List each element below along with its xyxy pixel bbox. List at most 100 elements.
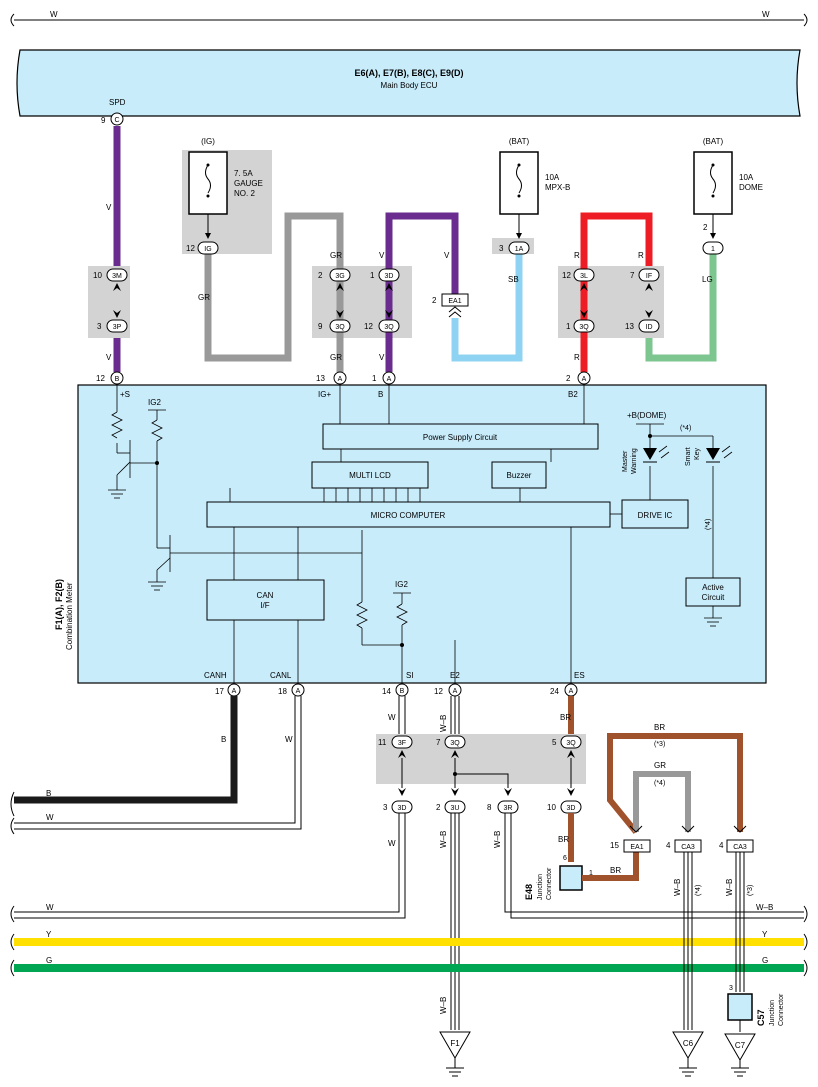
svg-text:1: 1 [566, 322, 571, 331]
svg-text:10A: 10A [545, 173, 560, 182]
svg-text:Junction: Junction [537, 874, 544, 900]
svg-text:DOME: DOME [739, 183, 763, 192]
svg-text:MULTI LCD: MULTI LCD [349, 471, 391, 480]
svg-text:14: 14 [382, 687, 391, 696]
svg-text:3M: 3M [112, 273, 122, 280]
svg-text:Buzzer: Buzzer [507, 471, 532, 480]
svg-text:3L: 3L [580, 273, 588, 280]
svg-text:1: 1 [711, 246, 715, 253]
can-if [206, 579, 325, 621]
svg-text:CAN: CAN [257, 591, 274, 600]
spd-connector: C [114, 117, 119, 124]
svg-text:Power Supply Circuit: Power Supply Circuit [423, 433, 498, 442]
svg-text:CANL: CANL [270, 671, 292, 680]
star-label: (*4) [705, 519, 712, 530]
svg-text:Smart: Smart [685, 447, 692, 466]
svg-text:E2: E2 [450, 671, 460, 680]
wire-color-label: W–B [439, 715, 448, 732]
svg-text:B: B [378, 390, 383, 399]
gr-loop [633, 771, 691, 832]
star-label: (*4) [680, 425, 691, 432]
svg-text:15: 15 [610, 841, 619, 850]
svg-text:CANH: CANH [204, 671, 227, 680]
meter-connectors: F1(A), F2(B) [54, 579, 64, 630]
canl-wire [14, 696, 302, 830]
svg-text:MPX-B: MPX-B [545, 183, 570, 192]
buzzer [491, 461, 547, 489]
wire-color-label: BR [560, 713, 571, 722]
right-connectors: 15 EA1 4 CA3 4 CA3 [610, 825, 754, 853]
ground-f1: F1 [439, 1031, 471, 1077]
wire-color-label: LG [702, 275, 713, 284]
svg-text:10: 10 [547, 803, 556, 812]
c57-junction-connector: 3 C57 Junction Connector [727, 985, 785, 1032]
svg-text:2: 2 [318, 271, 323, 280]
drive-ic [621, 499, 689, 529]
wire-color-label: R [638, 251, 644, 260]
svg-text:C6: C6 [683, 1039, 694, 1048]
svg-text:3: 3 [499, 244, 504, 253]
svg-text:2: 2 [703, 223, 708, 232]
svg-text:13: 13 [316, 374, 325, 383]
star-label: (*3) [654, 741, 665, 748]
fuse-gauge-no2: (IG) 7. 5A GAUGE NO. 2 12 IG [186, 137, 263, 255]
svg-text:8: 8 [487, 803, 492, 812]
svg-text:3D: 3D [385, 273, 394, 280]
svg-text:12: 12 [562, 271, 571, 280]
top-wire: W W [10, 10, 808, 27]
svg-text:1: 1 [372, 374, 377, 383]
svg-text:3: 3 [729, 985, 733, 992]
wire-color-label: GR [330, 353, 342, 362]
svg-text:3F: 3F [398, 740, 406, 747]
multi-lcd [311, 461, 429, 489]
svg-text:Connector: Connector [546, 867, 553, 900]
svg-text:3G: 3G [335, 273, 344, 280]
lcd-bus [323, 488, 421, 502]
wire-color-label: W [46, 813, 54, 822]
svg-text:3U: 3U [451, 805, 460, 812]
svg-text:IG+: IG+ [318, 390, 331, 399]
meter-name: Combination Meter [65, 582, 74, 650]
svg-text:EA1: EA1 [448, 298, 461, 305]
svg-text:3P: 3P [113, 324, 122, 331]
svg-text:ID: ID [646, 324, 653, 331]
wire-color-label: V [379, 251, 385, 260]
svg-text:A: A [569, 688, 574, 695]
svg-text:3Q: 3Q [579, 324, 589, 331]
svg-text:2: 2 [436, 803, 441, 812]
wire-color-label: W–B [439, 831, 448, 848]
wire-color-label: V [106, 353, 112, 362]
wire-color-label: GR [330, 251, 342, 260]
svg-text:B: B [115, 376, 120, 383]
svg-text:3R: 3R [504, 805, 513, 812]
svg-text:F1: F1 [450, 1039, 460, 1048]
sb-wire [451, 254, 523, 362]
svg-text:12: 12 [434, 687, 443, 696]
svg-text:A: A [387, 376, 392, 383]
wire-color-label: BR [558, 835, 569, 844]
spd-label: SPD [109, 98, 126, 107]
ecu-name: Main Body ECU [381, 81, 438, 90]
svg-text:12: 12 [186, 244, 195, 253]
svg-text:2: 2 [432, 296, 437, 305]
svg-text:DRIVE IC: DRIVE IC [638, 511, 673, 520]
svg-text:3Q: 3Q [335, 324, 345, 331]
wire-color-label: W–B [493, 831, 502, 848]
wire-color-label: B [221, 735, 226, 744]
svg-text:(BAT): (BAT) [509, 137, 530, 146]
wire-color-label: W [50, 10, 58, 19]
micro-computer [206, 501, 611, 528]
main-body-ecu: E6(A), E7(B), E8(C), E9(D) Main Body ECU [16, 49, 801, 117]
wire-color-label: W [388, 713, 396, 722]
svg-text:IF: IF [646, 273, 652, 280]
v-wire [385, 212, 459, 372]
svg-text:5: 5 [552, 738, 557, 747]
svg-text:Junction: Junction [769, 1000, 776, 1026]
svg-text:3Q: 3Q [566, 740, 576, 747]
r3r-lower-wire [504, 813, 804, 919]
svg-text:3D: 3D [567, 805, 576, 812]
wire-color-label: BR [654, 723, 665, 732]
e48-junction-connector: 1 E48 Junction Connector [524, 865, 593, 900]
svg-text:13: 13 [625, 322, 634, 331]
wire-color-label: GR [654, 761, 666, 770]
